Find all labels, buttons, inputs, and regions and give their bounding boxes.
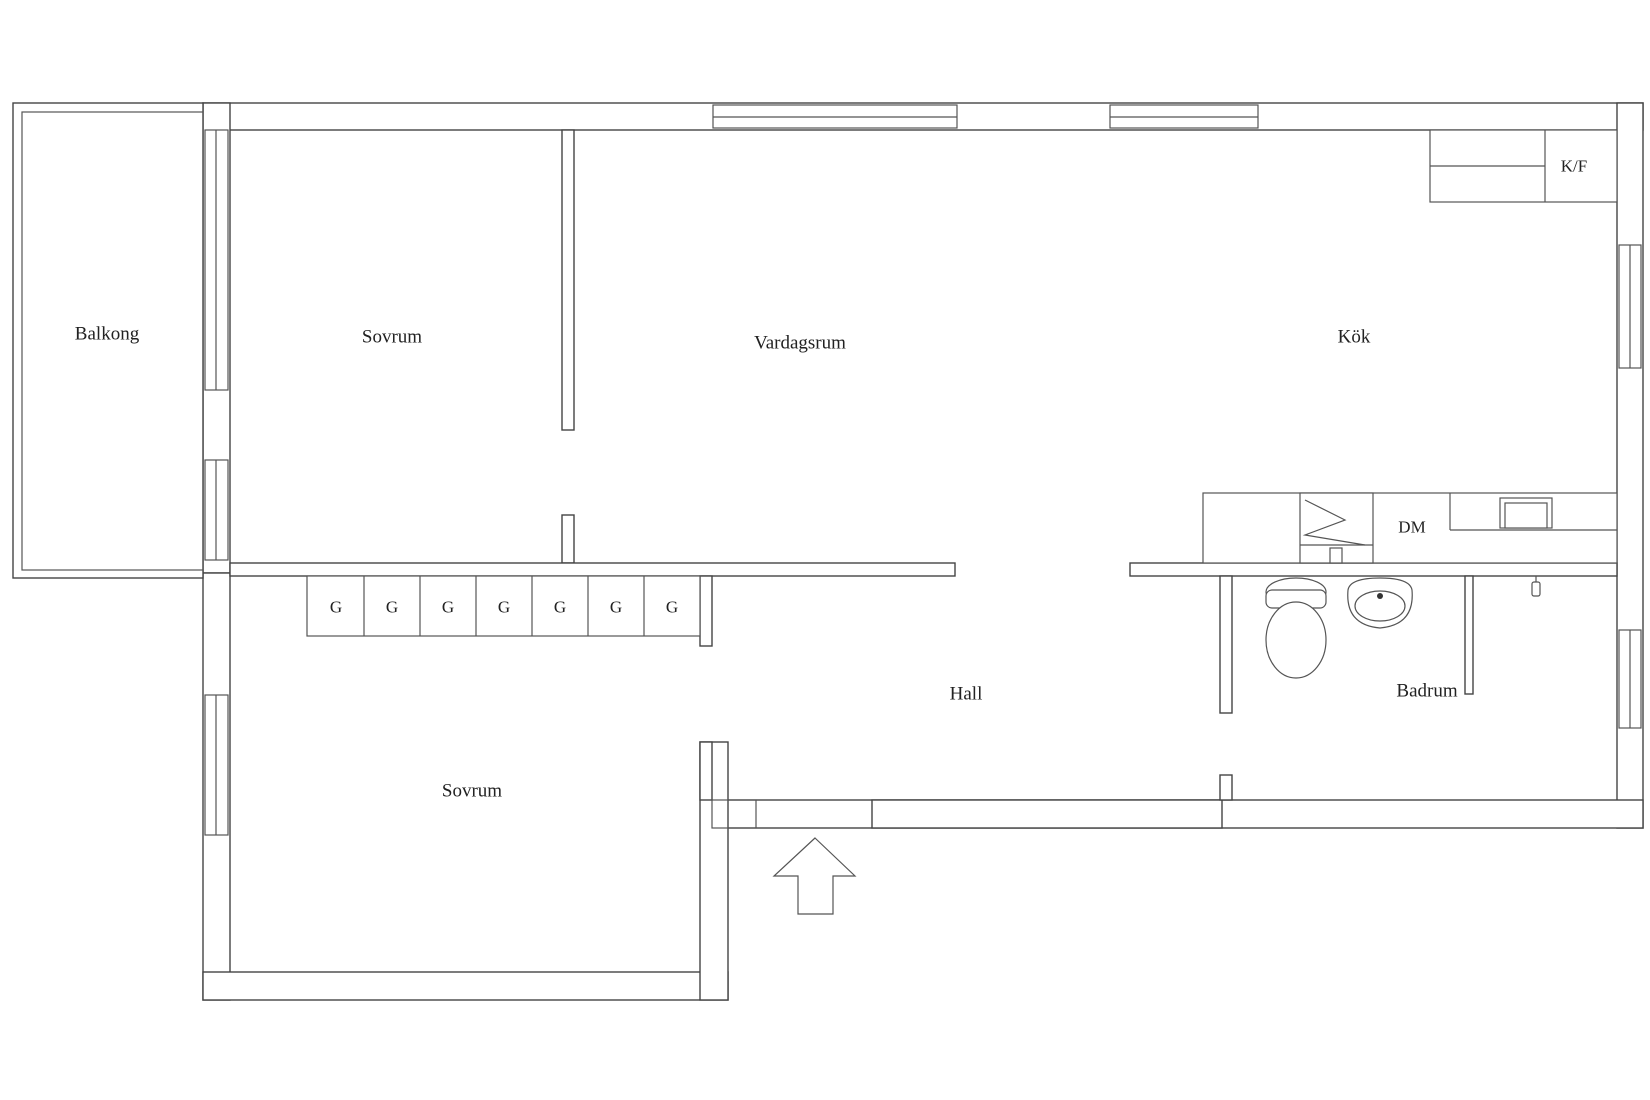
sink-fixture [1347, 577, 1413, 629]
kitchen-counter [1202, 492, 1618, 564]
wardrobe-label: G [553, 597, 567, 617]
wardrobe-label: G [441, 597, 455, 617]
toilet-fixture [1265, 577, 1327, 679]
room-label-badrum: Badrum [1396, 680, 1458, 702]
appliance-label-fridge-freezer: K/F [1560, 156, 1588, 176]
room-label-hall: Hall [949, 683, 983, 705]
balcony-outline [12, 102, 204, 579]
interior-walls [229, 129, 1618, 829]
room-label-vardagsrum: Vardagsrum [754, 332, 846, 354]
room-label-kok: Kök [1337, 326, 1371, 348]
wardrobe-label: G [385, 597, 399, 617]
wardrobe-label: G [329, 597, 343, 617]
windows [204, 104, 1642, 836]
fridge-freezer [1429, 129, 1618, 203]
wardrobe-label: G [665, 597, 679, 617]
shower-fixture [1531, 576, 1541, 597]
wardrobe-row [306, 575, 701, 637]
entrance-arrow-icon [772, 837, 857, 915]
appliance-label-dishwasher: DM [1398, 517, 1426, 537]
wardrobe-label: G [609, 597, 623, 617]
room-label-sovrum-top: Sovrum [361, 326, 423, 348]
room-label-sovrum-bottom: Sovrum [441, 780, 503, 802]
wardrobe-label: G [497, 597, 511, 617]
room-label-balkong: Balkong [74, 323, 140, 345]
